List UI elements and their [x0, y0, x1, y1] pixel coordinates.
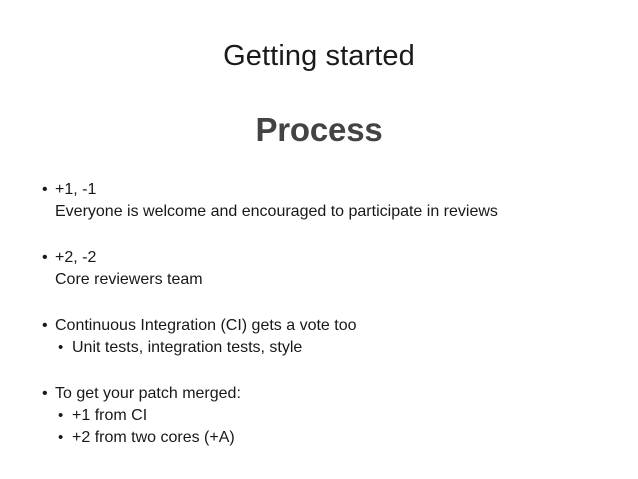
bullet-item-level1: • +1, -1	[40, 179, 620, 201]
bullet-text: To get your patch merged:	[55, 385, 241, 402]
bullet-item-level2: • +1 from CI	[40, 405, 620, 427]
bullet-dot-icon: •	[42, 249, 48, 266]
bullet-text: Continuous Integration (CI) gets a vote …	[55, 317, 357, 334]
bullet-dot-icon: •	[42, 181, 48, 198]
bullet-item-level1: • Continuous Integration (CI) gets a vote…	[40, 315, 620, 337]
slide-subtitle: Process	[255, 111, 383, 148]
bullet-item-level2: • Unit tests, integration tests, style	[40, 337, 620, 359]
bullet-text: +1 from CI	[72, 407, 148, 424]
bullet-text: +1, -1	[55, 181, 97, 198]
bullet-continuation-line: Everyone is welcome and encouraged to pa…	[40, 201, 620, 223]
bullet-text: Everyone is welcome and encouraged to pa…	[55, 203, 498, 220]
bullet-group: • +2, -2 Core reviewers team	[40, 247, 620, 291]
bullet-dot-icon: •	[42, 385, 48, 402]
bullet-group: • +1, -1 Everyone is welcome and encourage…	[40, 179, 620, 223]
bullet-group: • Continuous Integration (CI) gets a vote…	[40, 315, 620, 359]
bullet-dot-icon: •	[58, 339, 64, 356]
bullet-item-level1: • +2, -2	[40, 247, 620, 269]
bullet-dot-icon: •	[58, 407, 64, 424]
bullet-group: • To get your patch merged: • +1 from CI • +2…	[40, 383, 620, 449]
bullet-dot-icon: •	[42, 317, 48, 334]
slide-title: Getting started	[223, 40, 415, 72]
bullet-item-level1: • To get your patch merged:	[40, 383, 620, 405]
bullet-text: +2, -2	[55, 249, 97, 266]
bullet-continuation-line: Core reviewers team	[40, 269, 620, 291]
bullet-text: +2 from two cores (+A)	[72, 429, 235, 446]
bullet-text: Core reviewers team	[55, 271, 203, 288]
bullet-item-level2: • +2 from two cores (+A)	[40, 427, 620, 449]
slide-body: • +1, -1 Everyone is welcome and encourage…	[40, 179, 620, 449]
bullet-dot-icon: •	[58, 429, 64, 446]
bullet-text: Unit tests, integration tests, style	[72, 339, 303, 356]
